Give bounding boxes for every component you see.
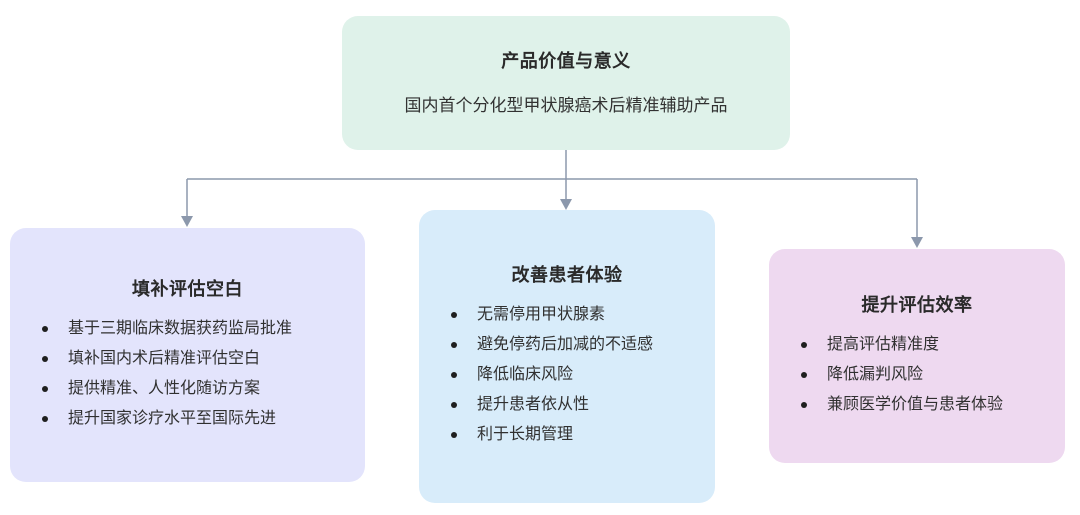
list-item: 避免停药后加减的不适感 (443, 330, 691, 360)
list-item: 兼顾医学价值与患者体验 (793, 390, 1041, 420)
list-item: 降低临床风险 (443, 360, 691, 390)
branch-title: 改善患者体验 (511, 265, 623, 285)
bullet-list: 无需停用甲状腺素 避免停药后加减的不适感 降低临床风险 提升患者依从性 利于长期… (443, 300, 691, 450)
list-item: 无需停用甲状腺素 (443, 300, 691, 330)
list-item: 利于长期管理 (443, 420, 691, 450)
list-item: 填补国内术后精准评估空白 (34, 344, 341, 374)
list-item: 提供精准、人性化随访方案 (34, 374, 341, 404)
bullet-list: 基于三期临床数据获药监局批准 填补国内术后精准评估空白 提供精准、人性化随访方案… (34, 314, 341, 434)
root-node-subtitle: 国内首个分化型甲状腺癌术后精准辅助产品 (404, 95, 728, 115)
list-item: 降低漏判风险 (793, 360, 1041, 390)
list-item: 提高评估精准度 (793, 330, 1041, 360)
list-item: 提升国家诊疗水平至国际先进 (34, 404, 341, 434)
arrow-down-icon (181, 216, 193, 227)
root-node-product-value: 产品价值与意义 国内首个分化型甲状腺癌术后精准辅助产品 (342, 16, 790, 150)
bullet-list: 提高评估精准度 降低漏判风险 兼顾医学价值与患者体验 (793, 330, 1041, 420)
branch-title: 填补评估空白 (132, 278, 243, 299)
root-node-title: 产品价值与意义 (501, 50, 631, 71)
list-item: 提升患者依从性 (443, 390, 691, 420)
arrow-down-icon (560, 199, 572, 210)
branch-node-fill-gap: 填补评估空白 基于三期临床数据获药监局批准 填补国内术后精准评估空白 提供精准、… (10, 228, 365, 482)
branch-title: 提升评估效率 (861, 294, 973, 315)
arrow-down-icon (911, 237, 923, 248)
list-item: 基于三期临床数据获药监局批准 (34, 314, 341, 344)
branch-node-assessment-efficiency: 提升评估效率 提高评估精准度 降低漏判风险 兼顾医学价值与患者体验 (769, 249, 1065, 463)
branch-node-patient-experience: 改善患者体验 无需停用甲状腺素 避免停药后加减的不适感 降低临床风险 提升患者依… (419, 210, 715, 503)
